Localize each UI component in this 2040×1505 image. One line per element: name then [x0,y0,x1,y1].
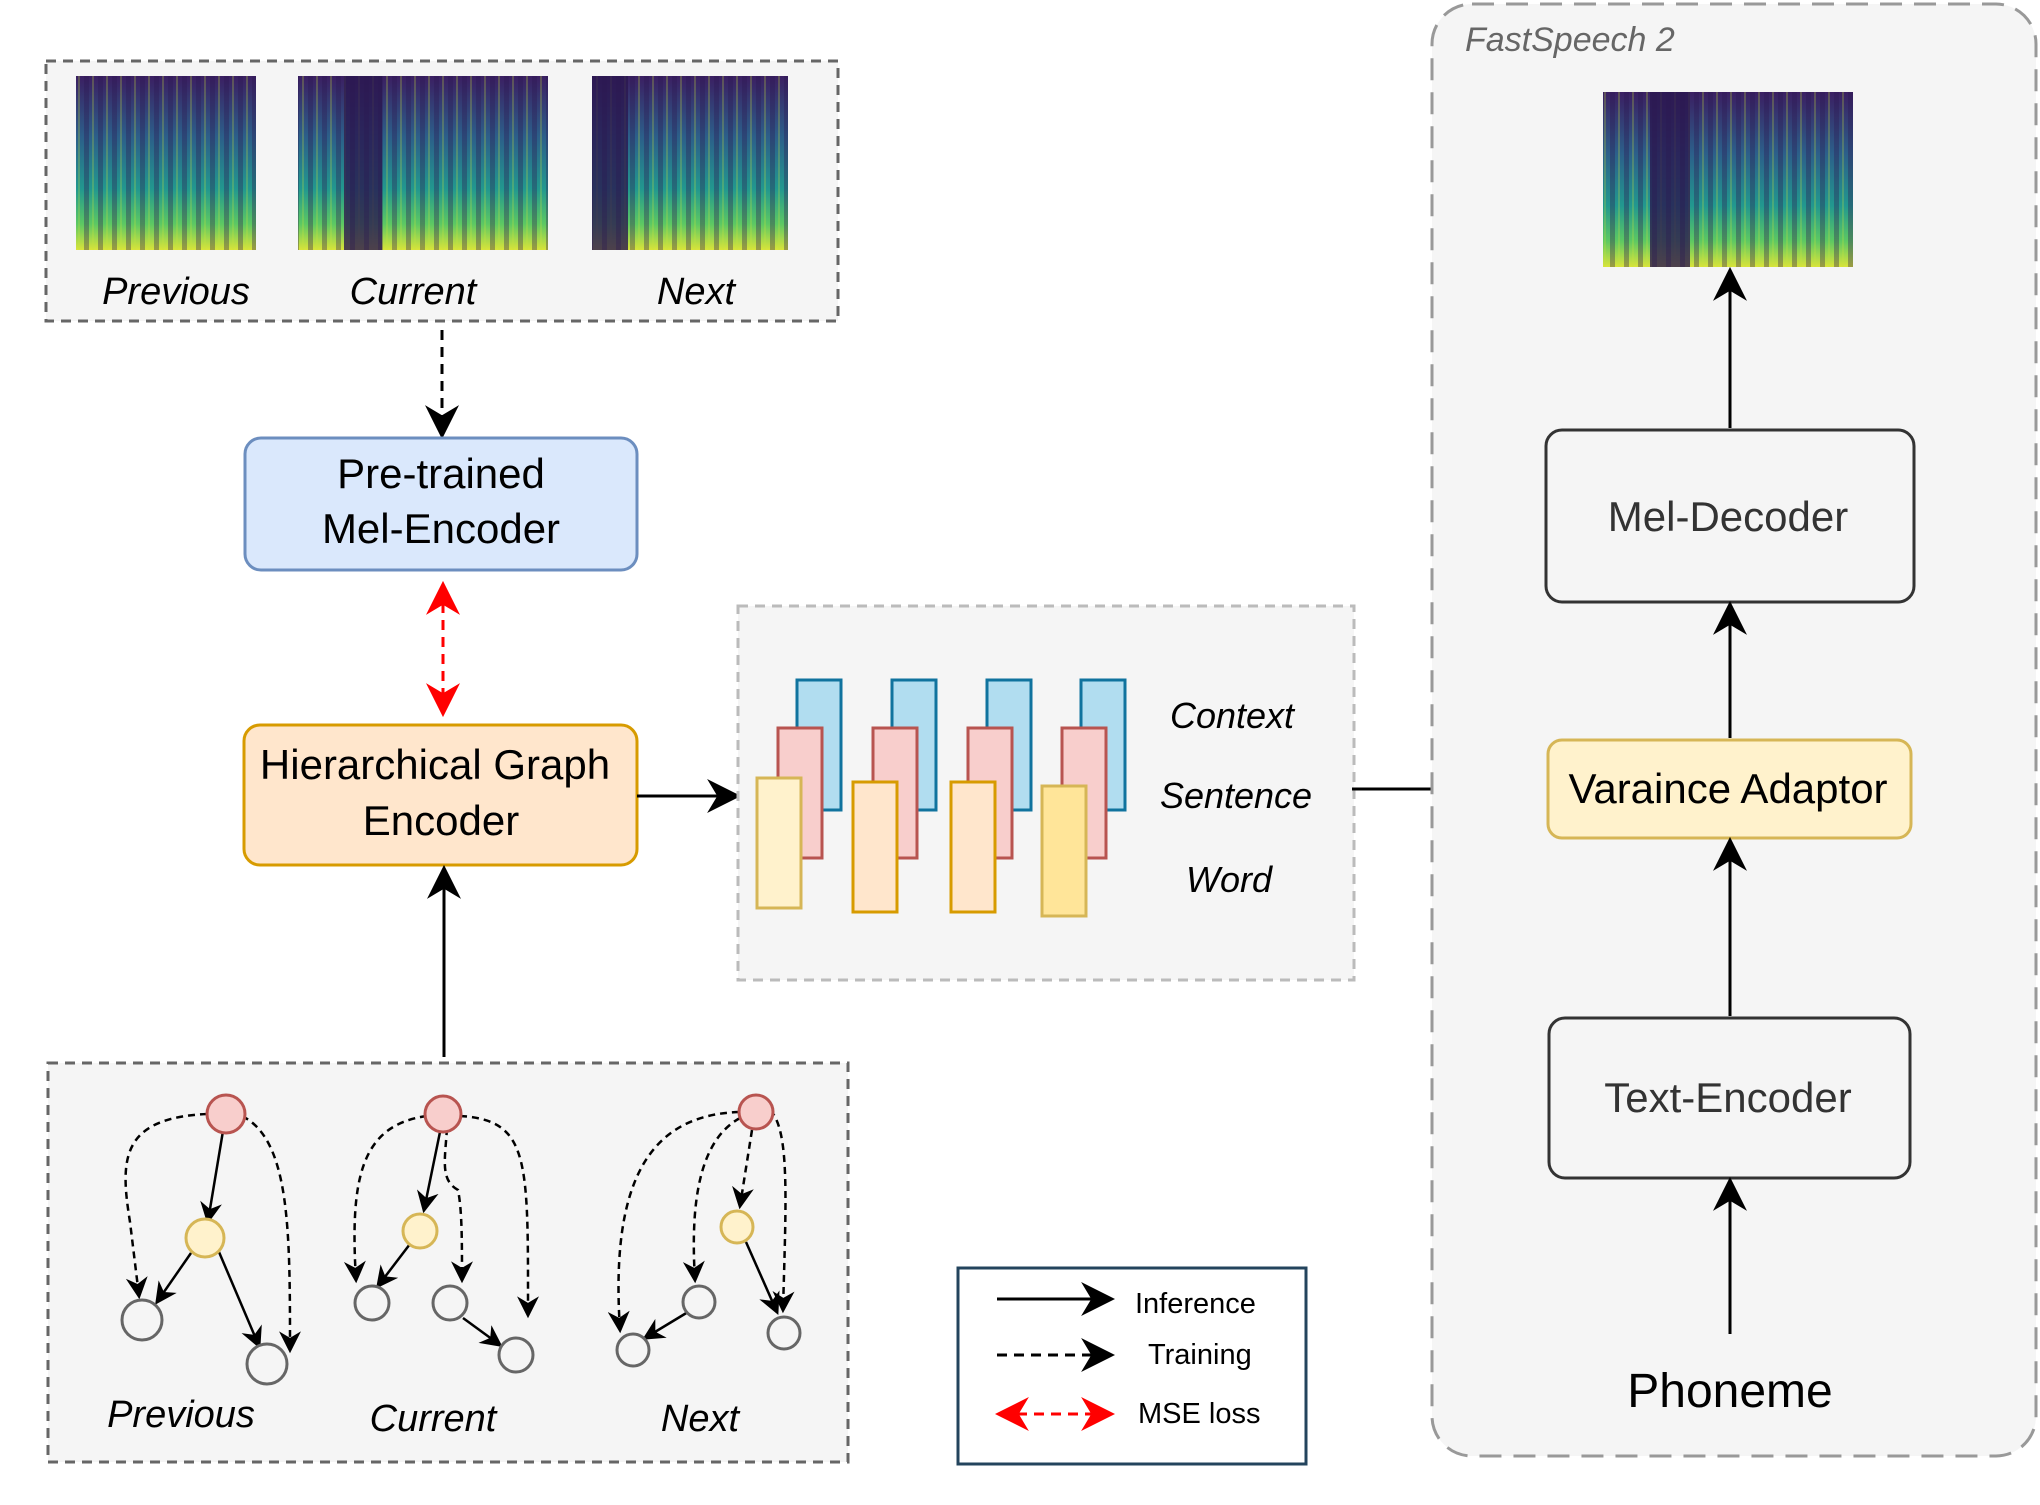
variance-adaptor-label: Varaince Adaptor [1568,765,1887,812]
mel-encoder-box[interactable]: Pre-trained Mel-Encoder [243,436,639,572]
phoneme-input-label: Phoneme [1627,1365,1832,1418]
legend-inference-label: Inference [1135,1288,1256,1320]
word-embedding-4 [1040,784,1088,918]
mel-encoder-title-line1: Pre-trained [337,450,545,497]
graph-panel: Previous Current Next [46,1061,850,1464]
embedding-label-sentence: Sentence [1160,775,1312,816]
graph-next [607,1093,802,1368]
mel-encoder-title-line2: Mel-Encoder [322,505,560,552]
word-node [120,1298,164,1342]
text-encoder-box[interactable]: Text-Encoder [1547,1016,1912,1180]
spectrogram-previous-image [76,76,256,250]
text-encoder-label: Text-Encoder [1604,1074,1851,1121]
spectrogram-next-image [592,76,788,250]
word-node [245,1342,289,1386]
spectrogram-label-current: Current [350,271,478,313]
legend: Inference Training MSE loss [956,1266,1308,1466]
graph-encoder-title-line1: Hierarchical Graph [260,741,610,788]
graph-previous [120,1093,301,1386]
variance-adaptor-box[interactable]: Varaince Adaptor [1546,738,1913,840]
word-node [497,1336,535,1374]
fastspeech-panel: FastSpeech 2 Mel-Decoder Varaince Adapto… [1430,2,2038,1458]
word-node [431,1284,469,1322]
spectrogram-current-image [298,76,548,250]
embedding-label-context: Context [1170,695,1296,736]
word-embedding-3 [949,780,997,914]
word-embedding-1 [755,776,803,910]
context-node [205,1093,247,1135]
graph-encoder-box[interactable]: Hierarchical Graph Encoder [242,723,639,867]
word-node [615,1332,651,1368]
graph-label-next: Next [661,1398,741,1440]
word-node [766,1315,802,1351]
graph-current [343,1094,540,1374]
spectrogram-panel: Previous Current Next [44,59,840,323]
graph-label-previous: Previous [107,1394,255,1436]
embeddings-panel: Context Sentence Word [736,604,1356,982]
word-node [681,1284,717,1320]
mel-decoder-label: Mel-Decoder [1608,493,1848,540]
output-spectrogram-image [1603,92,1853,267]
context-node [737,1093,775,1131]
word-embedding-2 [851,780,899,914]
sentence-node [184,1217,226,1259]
legend-mse-label: MSE loss [1138,1398,1260,1430]
graph-encoder-title-line2: Encoder [363,797,519,844]
context-node [423,1094,463,1134]
word-node [353,1284,391,1322]
sentence-node [719,1209,755,1245]
mel-decoder-box[interactable]: Mel-Decoder [1544,428,1916,604]
graph-label-current: Current [370,1398,498,1440]
spectrogram-label-previous: Previous [102,271,250,313]
legend-training-label: Training [1148,1339,1252,1371]
sentence-node [401,1212,439,1250]
fastspeech-title: FastSpeech 2 [1465,21,1675,59]
spectrogram-label-next: Next [657,271,737,313]
embedding-label-word: Word [1186,859,1273,900]
